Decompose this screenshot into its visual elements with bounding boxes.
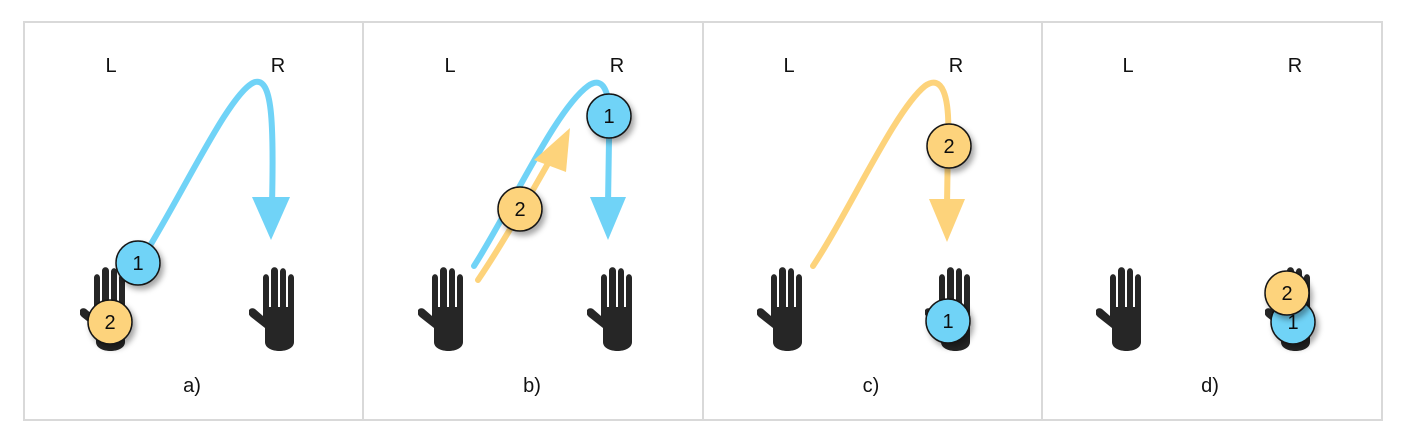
- left-hand-icon: [757, 267, 802, 351]
- ball-2-number: 2: [514, 199, 525, 221]
- ball-1-arrowhead: [252, 197, 290, 240]
- panel-c: L R 2 1 c): [757, 55, 972, 397]
- ball-2: 2: [1264, 270, 1310, 316]
- ball-1: 1: [115, 240, 161, 286]
- panel-caption: a): [183, 375, 201, 397]
- panel-caption: c): [863, 375, 880, 397]
- left-hand-icon: [418, 267, 463, 351]
- ball-1-arrowhead: [590, 197, 626, 240]
- ball-1-trajectory-arrow-path: [137, 78, 276, 265]
- ball-1: 1: [586, 93, 632, 139]
- ball-1-number: 1: [603, 106, 614, 128]
- left-hand-label: L: [1122, 55, 1133, 77]
- ball-2: 2: [87, 299, 133, 345]
- right-hand-icon: [587, 267, 632, 351]
- ball-2: 2: [497, 186, 543, 232]
- left-hand-label: L: [105, 55, 116, 77]
- panel-borders: [23, 21, 1383, 421]
- right-hand-label: R: [949, 55, 963, 77]
- ball-1-number: 1: [1287, 312, 1298, 334]
- ball-1: 1: [925, 298, 971, 344]
- right-hand-label: R: [1288, 55, 1302, 77]
- left-hand-label: L: [444, 55, 455, 77]
- ball-1-number: 1: [132, 253, 143, 275]
- ball-2: 2: [926, 123, 972, 169]
- right-hand-icon: [249, 267, 294, 351]
- panel-d: L R 1 2 d): [1096, 55, 1316, 397]
- left-hand-label: L: [783, 55, 794, 77]
- ball-2-arrowhead: [534, 128, 570, 172]
- panel-caption: d): [1201, 375, 1219, 397]
- ball-2-number: 2: [104, 312, 115, 334]
- panel-b: L R 2 1 b): [418, 55, 632, 397]
- ball-2-number: 2: [1281, 283, 1292, 305]
- panel-a: L R 2 1 a): [80, 55, 294, 397]
- ball-2-arrowhead: [929, 199, 965, 242]
- left-hand-icon: [1096, 267, 1141, 351]
- ball-2-trajectory-arrow-path: [810, 79, 952, 269]
- ball-1-number: 1: [942, 311, 953, 333]
- right-hand-label: R: [610, 55, 624, 77]
- panel-caption: b): [523, 375, 541, 397]
- ball-2-number: 2: [943, 136, 954, 158]
- right-hand-label: R: [271, 55, 285, 77]
